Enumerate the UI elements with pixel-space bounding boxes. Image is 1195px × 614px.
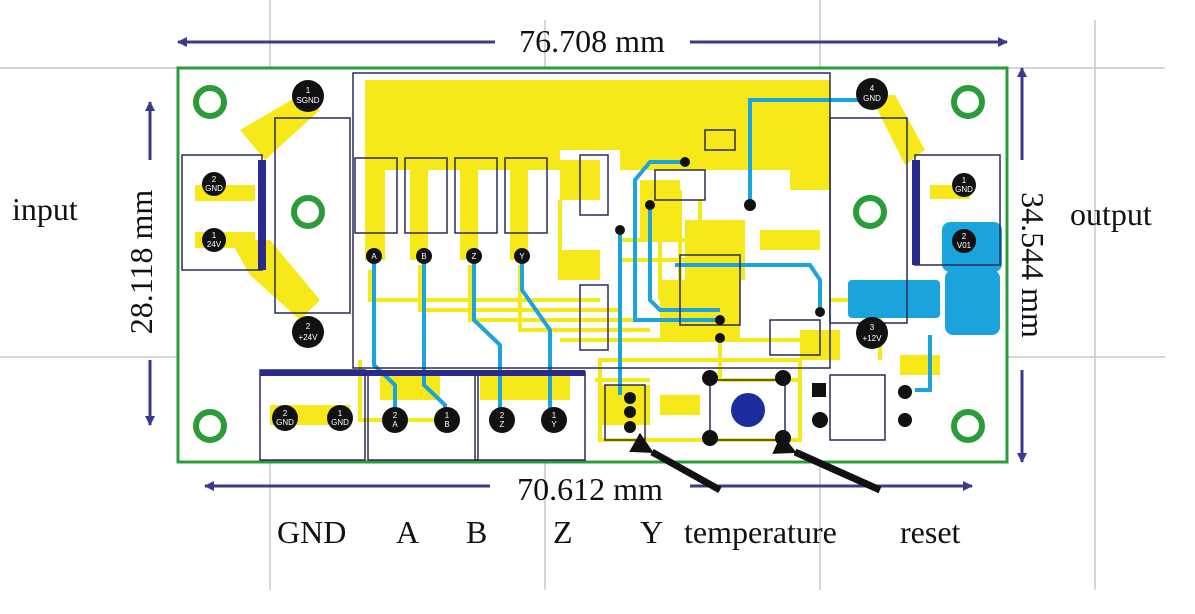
pin-label: Z (500, 420, 505, 429)
connector-sgnd: 1 SGND (292, 80, 324, 112)
terminal-a: 2 A (382, 407, 408, 433)
label-input: input (12, 191, 78, 227)
connector-output-bottom: 2 V01 (952, 229, 976, 253)
label-a: A (396, 514, 419, 550)
connector-gnd4: 4 GND (856, 78, 888, 110)
pin-label: GND (955, 185, 973, 194)
pin-num: 1 (212, 231, 217, 240)
pin-label: GND (331, 418, 349, 427)
pin-num: 2 (393, 411, 398, 420)
pin-label: GND (863, 94, 881, 103)
pin-label: V01 (957, 241, 972, 250)
column-letter: B (421, 252, 426, 261)
pin-num: 2 (962, 232, 967, 241)
connector-input-bottom: 1 24V (202, 228, 226, 252)
label-b: B (466, 514, 487, 550)
terminal-b: 1 B (434, 407, 460, 433)
connector-input-top: 2 GND (202, 172, 226, 196)
pin-label: A (392, 420, 398, 429)
column-pad-y: Y (514, 248, 530, 264)
column-pad-a: A (366, 248, 382, 264)
dimension-bottom-width: 70.612 mm (517, 471, 663, 507)
terminal-gnd1: 1 GND (327, 405, 353, 431)
pin-label: SGND (296, 96, 319, 105)
pin-num: 4 (870, 84, 875, 93)
pin-num: 1 (552, 411, 557, 420)
pin-num: 2 (283, 409, 288, 418)
label-z: Z (553, 514, 573, 550)
terminal-y: 1 Y (541, 407, 567, 433)
label-y: Y (640, 514, 663, 550)
column-pad-z: Z (466, 248, 482, 264)
column-letter: Z (472, 252, 477, 261)
pin-num: 1 (445, 411, 450, 420)
connector-24v: 2 +24V (292, 316, 324, 348)
yellow-traces (195, 80, 970, 442)
label-gnd: GND (277, 514, 346, 550)
pointer-arrows (629, 432, 882, 494)
pin-num: 1 (338, 409, 343, 418)
pin-label: 24V (207, 240, 222, 249)
pin-label: GND (276, 418, 294, 427)
connector-12v: 3 +12V (856, 317, 888, 349)
dimension-top-width: 76.708 mm (519, 23, 665, 59)
connector-output-top: 1 GND (952, 173, 976, 197)
pin-label: GND (205, 184, 223, 193)
pin-num: 2 (500, 411, 505, 420)
pin-label: +24V (299, 333, 319, 342)
dimension-lines (145, 37, 1027, 491)
pin-num: 2 (306, 322, 311, 331)
column-letter: Y (519, 252, 525, 261)
pin-num: 1 (306, 86, 311, 95)
pin-num: 3 (870, 323, 875, 332)
column-letter: A (371, 252, 377, 261)
dimension-left-height: 28.118 mm (123, 190, 159, 335)
pin-num: 2 (212, 175, 217, 184)
pin-label: Y (551, 420, 557, 429)
label-output: output (1070, 196, 1152, 232)
reset-button-cap (731, 393, 765, 427)
column-pad-b: B (416, 248, 432, 264)
pin-num: 1 (962, 176, 967, 185)
dimension-right-height: 34.544 mm (1015, 192, 1051, 338)
mounting-holes (193, 85, 985, 443)
pin-label: +12V (863, 334, 883, 343)
label-reset: reset (900, 514, 961, 550)
terminal-gnd2: 2 GND (272, 405, 298, 431)
heat-strip-bars (258, 160, 920, 376)
terminal-z: 2 Z (489, 407, 515, 433)
label-temperature: temperature (684, 514, 837, 550)
pin-label: B (444, 420, 449, 429)
